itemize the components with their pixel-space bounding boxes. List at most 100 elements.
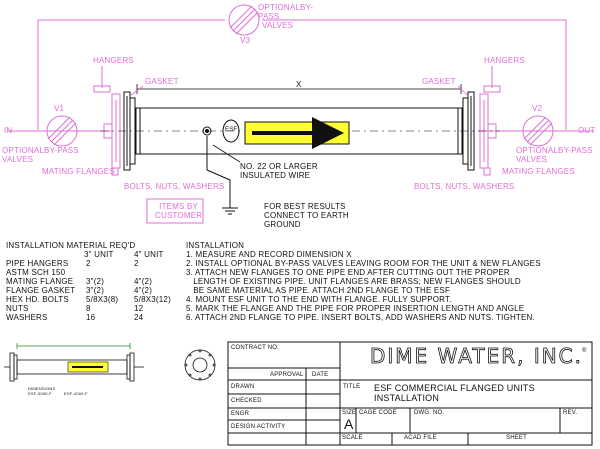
tb-dwg-no: DWG. NO.: [414, 410, 445, 416]
label-items-l2: CUSTOMER: [155, 211, 203, 220]
tb-title-label: TITLE: [343, 384, 361, 390]
label-mating-right: MATING FLANGES: [502, 167, 575, 176]
materials-row-4in: 12: [134, 304, 144, 313]
materials-header-row: 3" UNIT 4" UNIT: [6, 250, 163, 259]
tb-title-l2: INSTALLATION: [374, 393, 440, 403]
label-items-l1: ITEMS BY: [159, 202, 199, 211]
materials-row-3in: 3"(2): [86, 277, 105, 286]
label-mating-left: MATING FLANGES: [42, 167, 115, 176]
materials-row-name: FLANGE GASKET: [6, 286, 76, 295]
label-wire-l1: No. 22 OR LARGER: [240, 162, 318, 171]
materials-row-4in: 2: [134, 259, 139, 268]
materials-row: ASTM SCH 150: [6, 268, 135, 277]
label-bypass-right: OPTIONALBY-PASS VALVES: [516, 146, 593, 164]
materials-row: FLANGE GASKET 3"(2) 4"(2): [6, 286, 152, 295]
label-v1: V1: [54, 104, 65, 113]
leader-lines: [129, 85, 469, 97]
materials-row-name: MATING FLANGE: [6, 277, 74, 286]
tb-approval: APPROVAL: [270, 372, 304, 378]
installation-line: 2. INSTALL OPTIONAL BY-PASS VALVES LEAVI…: [186, 259, 541, 268]
tb-design-activity: DESIGN ACTIVITY: [231, 424, 286, 430]
label-bypass-left: OPTIONALBY-PASS VALVES: [2, 146, 79, 164]
tb-sheet: SHEET: [506, 435, 528, 441]
materials-table: INSTALLATION MATERIAL REQ'D 3" UNIT 4" U…: [6, 241, 171, 322]
items-by-customer-box: [146, 198, 204, 224]
tb-contract-no: CONTRACT NO.: [231, 345, 279, 351]
label-out: OUT: [578, 126, 596, 135]
label-ground-l2: CONNECT TO EARTH: [264, 211, 349, 220]
wire-leader: [212, 144, 241, 163]
materials-row-name: HEX HD. BOLTS: [6, 295, 69, 304]
tb-size-label: SIZE: [342, 410, 357, 416]
label-bypass-right-l1: OPTIONALBY-PASS: [516, 146, 593, 155]
installation-line: 4. MOUNT ESF UNIT TO THE END WITH FLANGE…: [186, 295, 452, 304]
earth-ground-icon: [222, 207, 238, 215]
esf-badge: ESF: [225, 127, 238, 133]
label-bypass-left-l1: OPTIONALBY-PASS: [2, 146, 79, 155]
materials-row-4in: 4"(2): [134, 277, 153, 286]
label-bolts-right: BOLTS, NUTS, WASHERS: [414, 182, 515, 191]
materials-row-name: PIPE HANGERS: [6, 259, 69, 268]
label-dimension-x: X: [296, 80, 302, 89]
materials-row-3in: 8: [86, 304, 91, 313]
tb-date: DATE: [312, 372, 329, 378]
label-wire: No. 22 OR LARGER INSULATED WIRE: [240, 162, 318, 180]
installation-line: 1. MEASURE AND RECORD DIMENSION X: [186, 250, 352, 259]
materials-row-3in: 2: [86, 259, 91, 268]
tb-acad-file: ACAD FILE: [404, 435, 437, 441]
tb-title: ESF COMMERCIAL FLANGED UNITS INSTALLATIO…: [374, 383, 535, 403]
valve-v2-icon: [522, 115, 554, 147]
valve-v1-icon: [46, 115, 78, 147]
label-bypass-top-l2: VALVES: [262, 21, 294, 30]
installation-line: 5. MARK THE FLANGE AND THE PIPE FOR PROP…: [186, 304, 525, 313]
label-bypass-top: OPTIONALBY-PASS VALVES: [258, 3, 328, 30]
materials-row: PIPE HANGERS 2 2: [6, 259, 138, 268]
materials-row: NUTS 8 12: [6, 304, 143, 313]
installation-line: BE SAME MATERIAL AS PIPE. ATTACH 2nd FLA…: [186, 286, 451, 295]
tb-rev: REV.: [563, 410, 578, 416]
installation-line: LENGTH OF EXISTING PIPE. UNIT FLANGES AR…: [186, 277, 521, 286]
label-v2: V2: [532, 104, 543, 113]
installation-line: 6. ATTACH 2nd FLANGE TO PIPE. INSERT BOL…: [186, 313, 535, 322]
thumbnail-text: DIMENSIONS ESF-3000-F ESF-4000-F: [28, 386, 88, 396]
bypass-loop: [8, 19, 594, 132]
materials-row-3in: 5/8X3(8): [86, 295, 119, 304]
bolt-icon-right: [483, 167, 491, 176]
valve-v3-icon: [228, 4, 260, 36]
label-ground-l1: FOR BEST RESULTS: [264, 202, 346, 211]
installation-steps: INSTALLATION 1. MEASURE AND RECORD DIMEN…: [186, 241, 541, 322]
label-bypass-left-l2: VALVES: [2, 155, 34, 164]
materials-row-4in: 4"(2): [134, 286, 153, 295]
label-bypass-right-l2: VALVES: [516, 155, 548, 164]
materials-col-3: 3" UNIT: [84, 250, 114, 259]
tb-size-value: A: [344, 416, 354, 432]
installation-title: INSTALLATION: [186, 241, 245, 250]
label-bypass-top-l1: OPTIONALBY-PASS: [258, 3, 314, 21]
materials-row-name: ASTM SCH 150: [6, 268, 66, 277]
label-wire-l2: INSULATED WIRE: [240, 171, 311, 180]
label-bolts-left: BOLTS, NUTS, WASHERS: [124, 182, 225, 191]
label-hangers-left: HANGERS: [93, 56, 134, 65]
label-hangers-right: HANGERS: [484, 56, 525, 65]
esf-badge-ring: [222, 119, 240, 143]
tb-company: DIME WATER, INC.: [370, 344, 584, 369]
thumbnail-dims: DIMENSIONS: [28, 386, 56, 391]
label-gasket-right: GASKET: [422, 77, 456, 86]
materials-row-3in: 3"(2): [86, 286, 105, 295]
thumbnail-col-a: ESF-3000-F: [28, 391, 52, 396]
materials-col-4: 4" UNIT: [134, 250, 164, 259]
label-ground-l3: GROUND: [264, 220, 301, 229]
tb-title-l1: ESF COMMERCIAL FLANGED UNITS: [374, 383, 535, 393]
hanger-left: [93, 66, 111, 93]
title-block-frame: [227, 341, 593, 446]
materials-row-name: NUTS: [6, 304, 29, 313]
materials-title: INSTALLATION MATERIAL REQ'D: [6, 241, 136, 250]
tb-drawn: DRAWN: [231, 384, 255, 390]
ground-terminal-icon: [202, 126, 212, 136]
ground-wire: [206, 136, 231, 208]
label-v3: V3: [240, 36, 251, 45]
label-items-by-customer: ITEMS BY CUSTOMER: [155, 202, 202, 220]
